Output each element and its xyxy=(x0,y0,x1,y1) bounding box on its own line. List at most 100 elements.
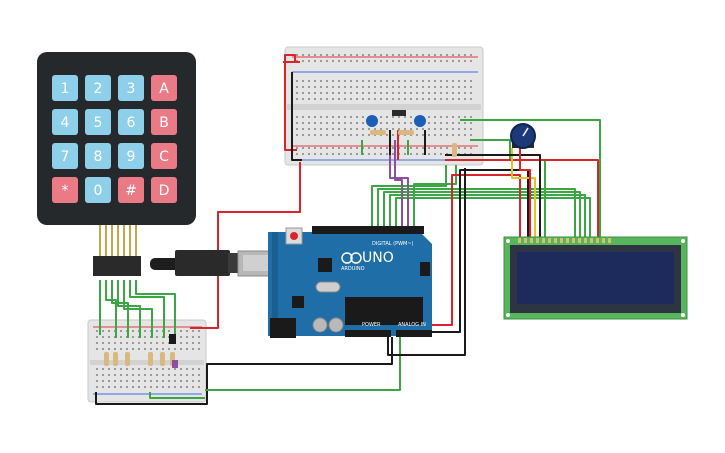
keypad-key-label: 4 xyxy=(61,115,70,131)
keypad-key-label: 8 xyxy=(94,149,103,165)
slide-switch[interactable] xyxy=(392,110,406,116)
resistor-kp-2 xyxy=(113,352,118,366)
digital-header xyxy=(312,226,424,234)
top-breadboard-components[interactable] xyxy=(366,110,457,157)
power-header xyxy=(345,330,391,337)
keypad-key-label: B xyxy=(159,115,169,131)
resistor-kp-4 xyxy=(148,352,153,366)
keypad-key-3[interactable]: 3 xyxy=(118,75,144,101)
led-blue-2[interactable] xyxy=(414,115,426,127)
wire-red-pot xyxy=(519,140,531,240)
resistor-2 xyxy=(398,130,414,135)
keypad-key-C[interactable]: C xyxy=(151,143,177,169)
keypad-ribbon xyxy=(93,225,141,276)
keypad-key-A[interactable]: A xyxy=(151,75,177,101)
wire-red-left xyxy=(284,54,297,151)
resistor-kp-5 xyxy=(160,352,165,366)
bottom-chip xyxy=(169,334,176,344)
wire-keypad-6 xyxy=(129,280,165,338)
wire-green-bottom xyxy=(149,392,205,399)
small-chip xyxy=(292,296,304,308)
keypad-key-9[interactable]: 9 xyxy=(118,143,144,169)
digital-header-label: DIGITAL (PWM~) xyxy=(372,241,414,247)
keypad-key-label: 6 xyxy=(127,115,136,131)
crystal xyxy=(315,281,341,293)
bottom-breadboard-components xyxy=(104,334,178,368)
analog-header xyxy=(396,330,432,337)
wire-black-bottom xyxy=(95,337,393,405)
lcd-16x2[interactable] xyxy=(503,236,688,320)
keypad-key-*[interactable]: * xyxy=(52,177,78,203)
wire-d9 xyxy=(395,197,591,240)
lcd-screen xyxy=(517,252,674,304)
power-jack xyxy=(270,318,296,338)
arduino-logo-uno: UNO xyxy=(362,250,394,266)
wire-red-power xyxy=(190,162,301,329)
atmega-chip xyxy=(345,297,423,325)
resistor-3 xyxy=(452,143,457,157)
lcd-pins xyxy=(518,238,611,243)
keypad-key-4[interactable]: 4 xyxy=(52,109,78,135)
analog-header-label: ANALOG IN xyxy=(398,322,426,328)
wire-d6 xyxy=(413,165,457,228)
keypad-key-#[interactable]: # xyxy=(118,177,144,203)
bottom-breadboard-holes xyxy=(96,330,200,388)
potentiometer[interactable] xyxy=(510,123,536,149)
wire-red-analog xyxy=(432,174,521,326)
keypad-key-label: 3 xyxy=(127,81,136,97)
power-header-label: POWER xyxy=(362,322,381,328)
wire-d10 xyxy=(389,194,586,240)
resistor-kp-1 xyxy=(104,352,109,366)
keypad-key-B[interactable]: B xyxy=(151,109,177,135)
led-blue-1[interactable] xyxy=(366,115,378,127)
arduino-brand: ARDUINO xyxy=(341,266,365,272)
keypad-key-label: C xyxy=(159,149,169,165)
keypad-key-D[interactable]: D xyxy=(151,177,177,203)
wire-d11 xyxy=(383,191,581,240)
wire-red-lcd xyxy=(445,159,599,240)
keypad-key-label: 2 xyxy=(94,81,103,97)
wire-yellow-lcd xyxy=(511,148,536,240)
wire-black-left xyxy=(291,72,302,161)
keypad-key-label: 0 xyxy=(94,183,103,199)
keypad-key-7[interactable]: 7 xyxy=(52,143,78,169)
keypad-key-label: 5 xyxy=(94,115,103,131)
keypad-key-2[interactable]: 2 xyxy=(85,75,111,101)
lcd-mount-hole-2 xyxy=(681,239,685,243)
keypad-key-label: 7 xyxy=(61,149,70,165)
resistor-kp-3 xyxy=(125,352,130,366)
wire-black-lcd xyxy=(445,154,541,240)
lcd-mount-hole-1 xyxy=(506,239,510,243)
keypad-key-6[interactable]: 6 xyxy=(118,109,144,135)
wire-keypad-5 xyxy=(123,280,153,338)
bottom-jumper xyxy=(172,360,178,368)
wires[interactable] xyxy=(95,54,601,405)
usb-cable[interactable] xyxy=(150,250,285,277)
wire-keypad-4 xyxy=(117,280,141,338)
arduino-uno[interactable]: DIGITAL (PWM~) UNO ARDUINO POWER ANALOG … xyxy=(268,226,432,338)
usb-chip xyxy=(318,258,332,272)
wire-green-lcd-1 xyxy=(460,119,601,240)
keypad-key-label: A xyxy=(159,81,169,97)
keypad-key-0[interactable]: 0 xyxy=(85,177,111,203)
keypad-key-1[interactable]: 1 xyxy=(52,75,78,101)
icsp-header xyxy=(420,262,430,276)
keypad-header-connector xyxy=(93,256,141,276)
lcd-mount-hole-3 xyxy=(506,313,510,317)
arduino-infinity-icon xyxy=(341,252,362,264)
bottom-breadboard[interactable] xyxy=(87,319,207,403)
capacitor-1 xyxy=(312,317,328,333)
keypad-key-8[interactable]: 8 xyxy=(85,143,111,169)
keypad-key-5[interactable]: 5 xyxy=(85,109,111,135)
wire-d7 xyxy=(389,140,409,228)
capacitor-2 xyxy=(328,317,344,333)
wire-d8 xyxy=(394,140,403,228)
wire-keypad-7 xyxy=(135,280,176,338)
keypad-key-label: 9 xyxy=(127,149,136,165)
wire-black-analog xyxy=(432,169,529,333)
potentiometer-knob-indicator xyxy=(522,127,529,137)
resistor-1 xyxy=(370,130,386,135)
